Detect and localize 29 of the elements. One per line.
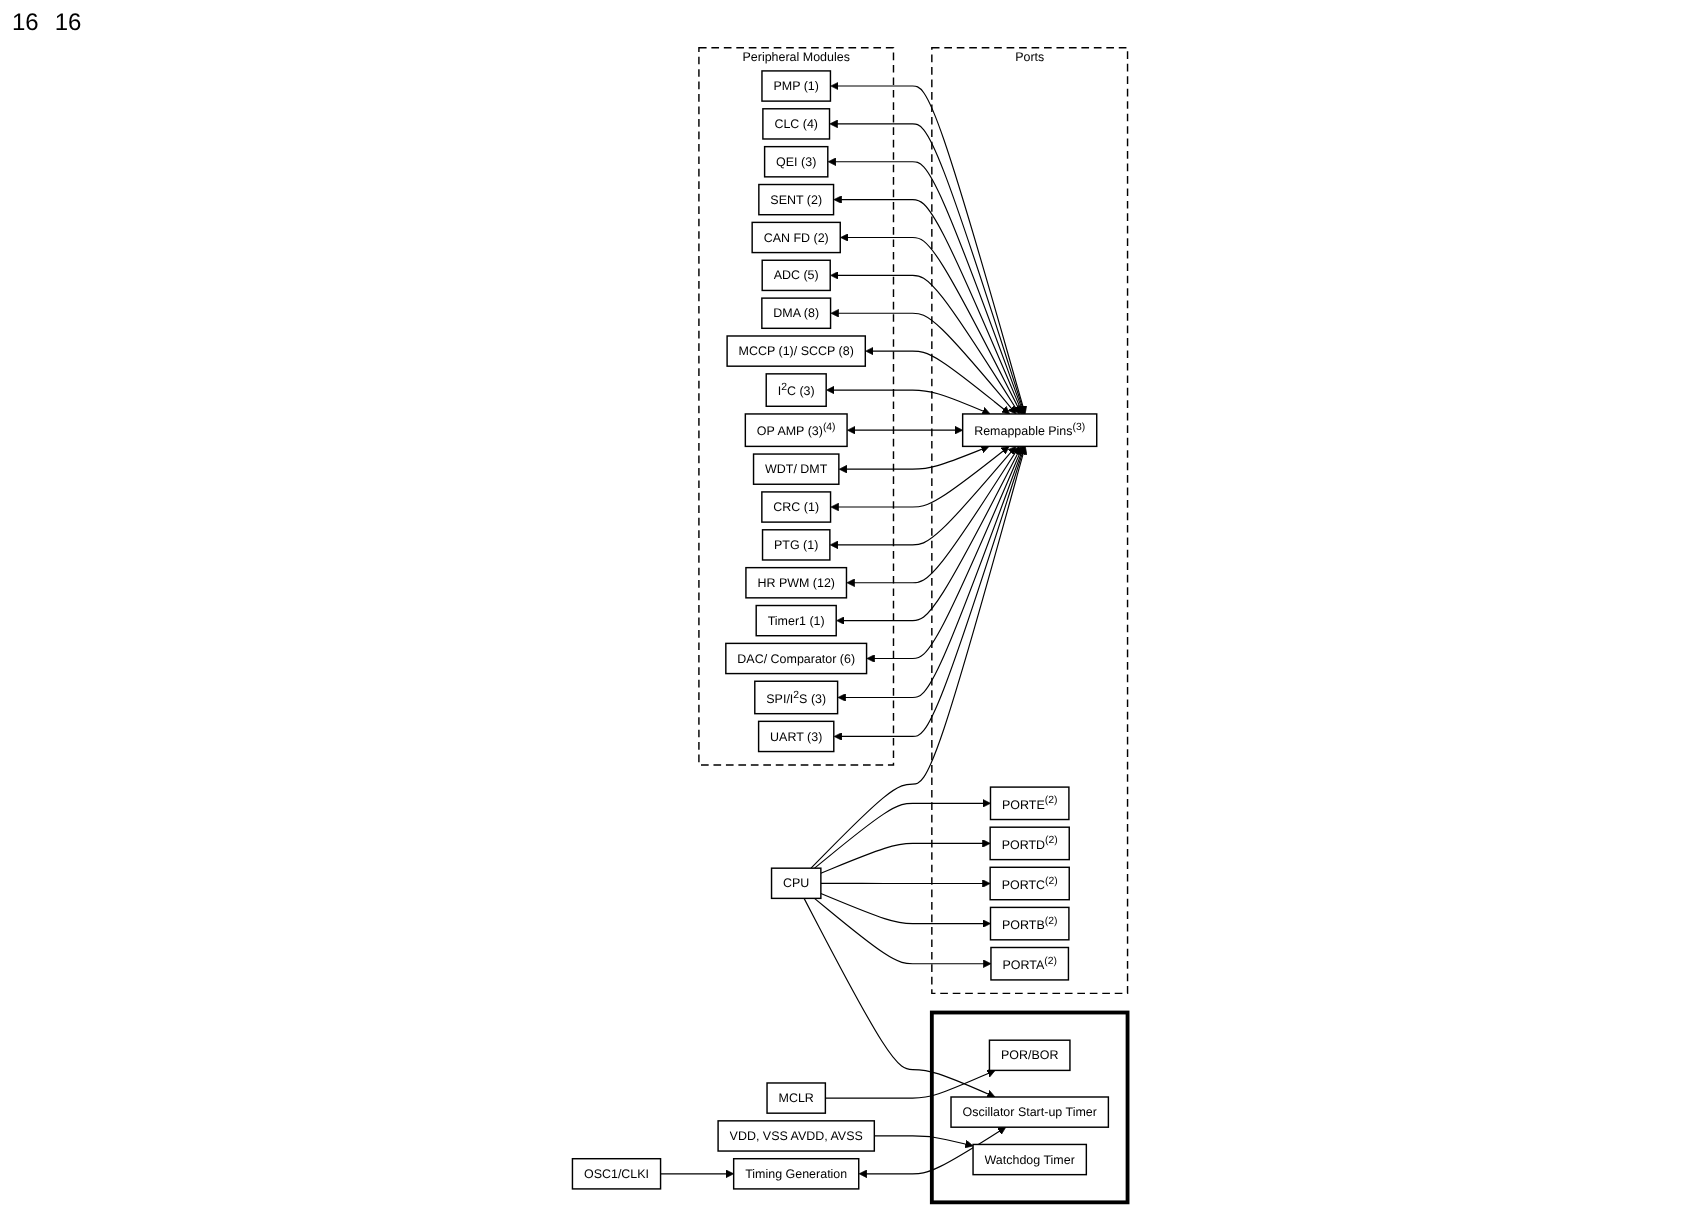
arrow [858, 1126, 1007, 1179]
arrow [840, 233, 1022, 415]
arrow [846, 446, 1020, 587]
arrow [813, 897, 992, 968]
arrow [820, 879, 991, 888]
arrow [833, 446, 1027, 741]
arrow [660, 1169, 735, 1179]
arrow [810, 446, 1028, 869]
arrow [820, 892, 991, 928]
arrow [836, 446, 1022, 625]
arrow [826, 385, 991, 415]
cluster [929, 1010, 1130, 1205]
arrow [814, 799, 991, 869]
arrow [830, 446, 1010, 512]
arrow [830, 271, 1020, 415]
arrow [820, 839, 991, 874]
arrow [847, 425, 964, 435]
arrow [824, 1069, 996, 1099]
bus-width-label: 16 [54, 8, 82, 36]
arrow [873, 1135, 974, 1149]
arrow [829, 446, 1017, 550]
arrow [803, 897, 996, 1098]
arrow [830, 309, 1017, 415]
arrow [865, 346, 1010, 415]
arrow [833, 195, 1024, 415]
arrow [866, 446, 1024, 663]
arrow [837, 446, 1026, 702]
arrow [838, 445, 990, 474]
bus-width-label: 16 [12, 8, 39, 36]
